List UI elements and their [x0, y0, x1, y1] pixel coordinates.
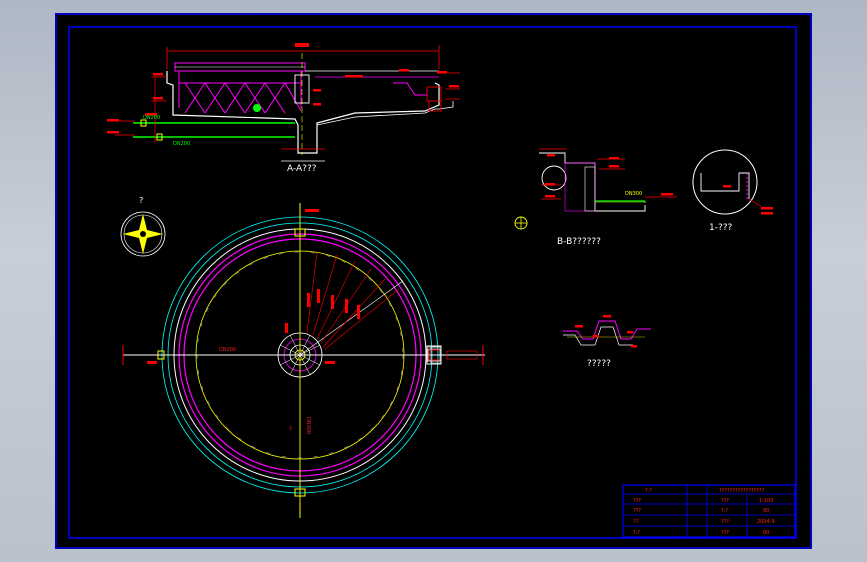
inlet-pipe-label: DN200	[143, 115, 160, 121]
section-bb: DN300 B-B??????	[514, 148, 677, 247]
bb-pipe-label: DN300	[625, 191, 642, 197]
title-block-cell: ?.?	[721, 508, 728, 514]
drawing-sheet: DN200 DN200 A-A??? ?	[55, 13, 812, 549]
section-bb-title: B-B??????	[557, 237, 601, 247]
title-block-cell: 00	[763, 508, 769, 514]
north-mark: ?	[139, 196, 143, 205]
title-block-cell: 2004.9	[757, 519, 775, 525]
plan-pipe-left: DN200	[219, 347, 236, 353]
section-aa: DN200 DN200 A-A???	[107, 43, 460, 174]
plan-center-mark: ?	[289, 426, 292, 433]
title-block-cell: ?.?	[633, 530, 640, 536]
title-block-cell: ??	[633, 519, 639, 525]
title-block-cell: ???	[721, 498, 729, 504]
detail-1-title: 1-???	[709, 223, 733, 233]
weir-detail: ?????	[563, 315, 651, 369]
title-block-cell: ???	[633, 498, 641, 504]
plan-view: DN200 DN300 ?	[122, 203, 485, 518]
outer-frame	[55, 13, 812, 549]
detail-1: 1-???	[692, 149, 773, 233]
title-block-cell: ???	[633, 508, 641, 514]
title-block-cell: 1:100	[759, 498, 773, 504]
title-block-header-left: ?.?	[645, 488, 652, 494]
cad-drawing: DN200 DN200 A-A??? ?	[55, 13, 812, 549]
title-block-cell: ???	[721, 519, 729, 525]
plan-pipe-bottom: DN300	[305, 417, 311, 434]
title-block-header-right: ?????????????????	[719, 488, 764, 494]
title-block-cell: ???	[721, 530, 729, 536]
inner-frame	[68, 26, 797, 539]
compass: ?	[120, 196, 166, 257]
section-aa-title: A-A???	[287, 164, 317, 174]
weir-detail-title: ?????	[587, 359, 611, 369]
title-block-cell: 00	[763, 530, 769, 536]
outlet-pipe-label: DN200	[173, 141, 190, 147]
title-block: ?.? ????????????????? ??? ??? 1:100 ??? …	[622, 484, 796, 538]
